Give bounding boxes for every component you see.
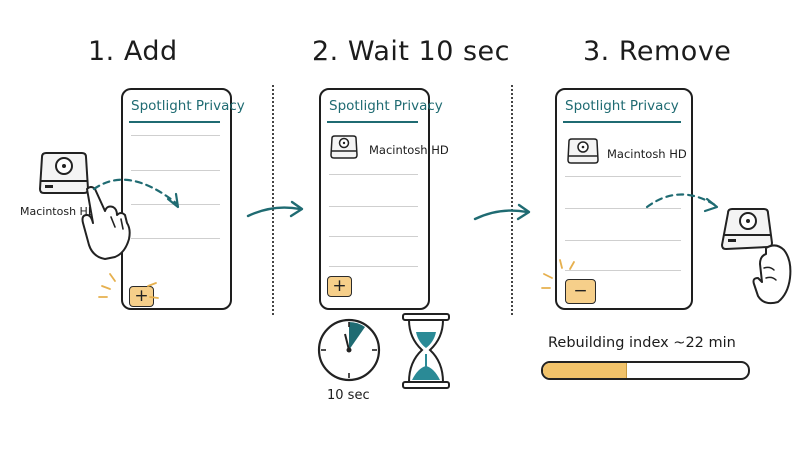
- list-item: Macintosh HD: [607, 147, 687, 161]
- arrow-icon: [473, 203, 531, 221]
- list-item: Macintosh HD: [369, 143, 449, 157]
- divider: [329, 266, 418, 267]
- divider: [329, 174, 418, 175]
- divider: [329, 236, 418, 237]
- divider: [327, 121, 418, 123]
- divider: [131, 135, 220, 136]
- stopwatch-icon: [317, 318, 381, 382]
- hand-icon: [81, 186, 131, 260]
- divider: [131, 170, 220, 171]
- divider: [131, 238, 220, 239]
- divider: [329, 206, 418, 207]
- hand-icon: [752, 244, 792, 305]
- progress-fill: [543, 363, 628, 378]
- divider: [563, 121, 681, 123]
- separator: [511, 85, 513, 315]
- divider: [129, 121, 220, 123]
- separator: [272, 85, 274, 315]
- add-button[interactable]: +: [129, 286, 154, 307]
- panel-title: Spotlight Privacy: [565, 98, 679, 114]
- spotlight-privacy-panel-3: Spotlight Privacy Macintosh HD −: [555, 88, 693, 310]
- hard-drive-icon: [567, 138, 599, 164]
- remove-button[interactable]: −: [565, 279, 596, 304]
- divider: [565, 240, 681, 241]
- hourglass-icon: [402, 313, 450, 389]
- arrow-icon: [246, 200, 304, 218]
- progress-label: Rebuilding index ~22 min: [548, 335, 736, 351]
- spotlight-privacy-panel-2: Spotlight Privacy Macintosh HD +: [319, 88, 449, 310]
- add-button[interactable]: +: [327, 276, 352, 297]
- arrow-icon: [92, 178, 180, 209]
- divider: [565, 176, 681, 177]
- panel-title: Spotlight Privacy: [329, 98, 443, 114]
- step-2-title: 2. Wait 10 sec: [312, 36, 510, 67]
- panel-title: Spotlight Privacy: [131, 98, 245, 114]
- hard-drive-icon: [720, 208, 774, 251]
- step-3-title: 3. Remove: [583, 36, 732, 67]
- divider: [565, 270, 681, 271]
- timer-label: 10 sec: [327, 388, 370, 403]
- drive-label: Macintosh HD: [20, 205, 97, 218]
- arrow-icon: [645, 193, 719, 213]
- sparkle-icon: [98, 273, 159, 299]
- progress-bar: [541, 361, 750, 380]
- hard-drive-icon: [330, 135, 358, 159]
- sparkle-icon: [541, 259, 575, 289]
- step-1-title: 1. Add: [88, 36, 178, 67]
- divider: [565, 208, 681, 209]
